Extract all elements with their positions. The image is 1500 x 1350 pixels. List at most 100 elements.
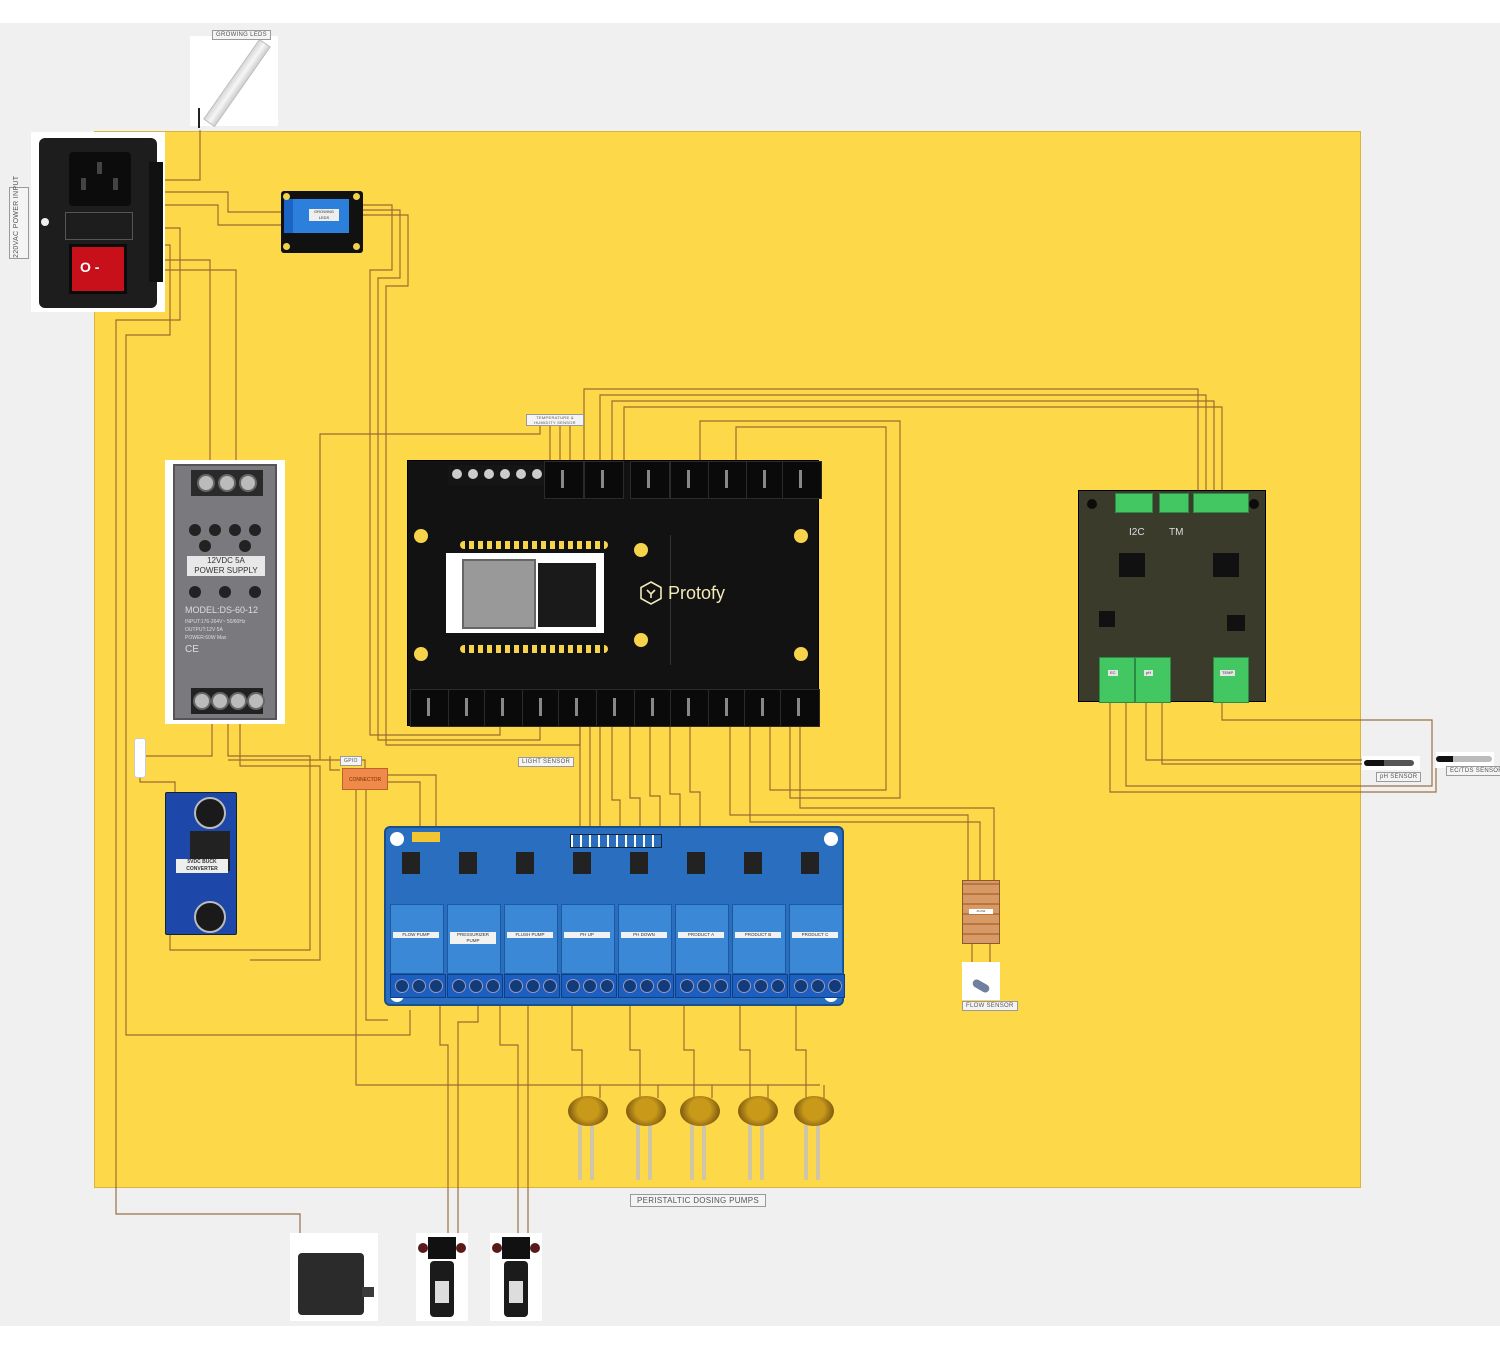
relay-cube [789,904,843,974]
pump-tube [636,1124,640,1180]
ic-chip [1227,615,1245,631]
power-supply: 12VDC 5A POWER SUPPLY MODEL:DS-60-12 INP… [165,460,285,724]
connector-header [484,689,524,727]
power-switch[interactable]: O - [69,244,127,294]
connector-header [746,461,786,499]
ph-probe-body [1364,760,1414,766]
temp-terminal-label: TEMP [1220,670,1236,676]
led-cable [198,108,200,128]
ic-chip [1213,553,1239,577]
protofy-logo: Protofy [640,581,725,605]
connector-header [780,689,820,727]
ph-terminal: pH [1135,657,1171,703]
pump-valve [456,1243,466,1253]
ec-terminal: EC [1099,657,1135,703]
jumper [412,832,440,842]
terminal-screw [680,979,694,993]
flow-sensor-label: FLOW SENSOR [962,1001,1018,1011]
esp32-module [446,553,604,633]
terminal-screw [811,979,825,993]
power-inlet: O - [31,132,165,312]
terminal-screw [500,469,510,479]
connector-header [708,689,748,727]
submersible-pump [290,1233,378,1321]
terminal-screw [526,979,540,993]
optocoupler [630,852,648,874]
mount-pad [794,529,808,543]
terminal-screw [452,469,462,479]
mount-hole [1249,499,1259,509]
mount-hole [41,218,49,226]
inlet-housing: O - [39,138,157,308]
pump-valve [492,1243,502,1253]
light-sensor-label: LIGHT SENSOR [518,757,575,767]
vent-hole [249,586,261,598]
esp32-shield [462,559,536,629]
connector-header [596,689,636,727]
psu-case: 12VDC 5A POWER SUPPLY MODEL:DS-60-12 INP… [173,464,277,720]
pump-tube [690,1124,694,1180]
mount-pad [634,633,648,647]
input-header [570,834,662,848]
terminal-screw [218,474,236,492]
protofy-brand-text: Protofy [668,582,726,603]
esp32-pin-row [460,541,608,549]
pump-tube [648,1124,652,1180]
optocoupler [744,852,762,874]
pump-tube [578,1124,582,1180]
relay-screw-terminal [732,974,788,998]
connector-header [584,461,624,499]
ph-sensor-probe [1362,756,1420,770]
pump-head [568,1096,608,1126]
inline-fuse [134,738,146,778]
relay-label: PRODUCT C [792,932,838,938]
terminal-screw [566,979,580,993]
terminal-screw [229,692,247,710]
flow-connector-label: FLOW [969,909,993,914]
terminal-screw [247,692,265,710]
terminal-screw [509,979,523,993]
pump-tube [804,1124,808,1180]
flow-sensor-connector: FLOW [962,880,1000,944]
pump-body [298,1253,364,1315]
relay-screw-terminal [618,974,674,998]
mount-hole [283,243,290,250]
peristaltic-pump [624,1094,668,1186]
connector-header [558,689,598,727]
ec-probe-body [1436,756,1492,762]
mount-hole [283,193,290,200]
terminal-screw [583,979,597,993]
flow-sensor [962,962,1000,1000]
peristaltic-pump [736,1094,780,1186]
terminal-screw [794,979,808,993]
connector-header [410,689,450,727]
vent-hole [249,524,261,536]
connector-header [782,461,822,499]
pump-valve [418,1243,428,1253]
terminal-screw [197,474,215,492]
inlet-side [149,162,163,282]
socket-pin [97,162,102,174]
psu-input-spec: INPUT:176-264V~ 50/60Hz [185,619,246,625]
relay-screw-terminal [504,974,560,998]
pump-head [626,1096,666,1126]
flow-sensor-body [971,978,991,994]
capacitor [194,797,226,829]
terminal-screw [640,979,654,993]
relay-cube [618,904,672,974]
temperature-humidity-sensor-label: TEMPERATURE & HUMIDITY SENSOR [526,414,584,426]
mount-hole [1087,499,1097,509]
terminal-screw [412,979,426,993]
ic-chip [1119,553,1145,577]
optocoupler [459,852,477,874]
terminal-screw [452,979,466,993]
psu-model: MODEL:DS-60-12 [185,605,259,615]
relay-cube [732,904,786,974]
esp32-pin-row [460,645,608,653]
vent-hole [189,524,201,536]
mount-pad [794,647,808,661]
relay-screw-terminal [675,974,731,998]
grow-led-relay: GROWING LEDS [281,191,363,253]
psu-power-spec: POWER:60W Max [185,635,227,641]
dosing-pumps-label: PERISTALTIC DOSING PUMPS [630,1194,767,1207]
